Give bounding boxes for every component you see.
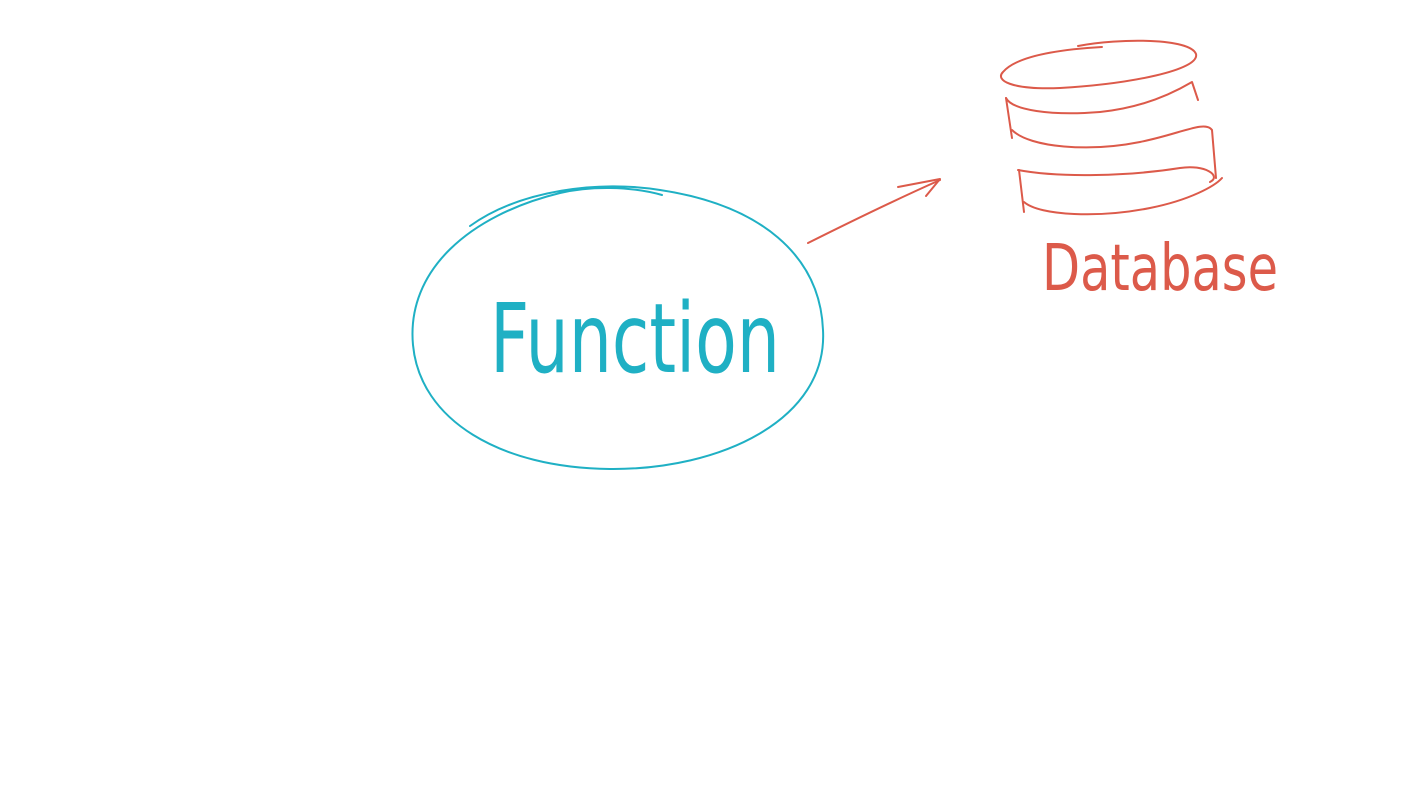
function-node: Function [411,185,825,471]
database-cylinder-icon [1000,39,1223,216]
arrow-head-icon [897,178,941,197]
database-label: Database [1042,232,1278,306]
arrow-shaft [807,179,941,244]
edge-function-to-database [807,178,941,244]
function-label: Function [490,283,780,395]
database-node: Database [1000,39,1278,306]
function-ellipse [411,185,825,471]
